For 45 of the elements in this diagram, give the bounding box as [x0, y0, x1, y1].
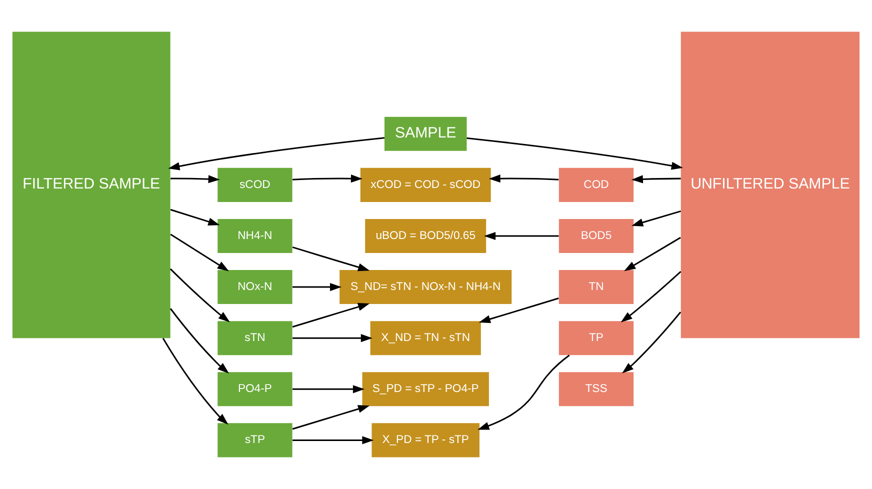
node-box: xCOD = COD - sCOD — [360, 168, 491, 202]
node-box: UNFILTERED SAMPLE — [680, 32, 860, 338]
node-box: TSS — [558, 372, 634, 406]
arrow — [170, 175, 220, 184]
arrow — [168, 137, 385, 170]
node-box: uBOD = BOD5/0.65 — [365, 218, 486, 253]
arrow — [170, 208, 220, 226]
arrow — [292, 405, 370, 430]
node-box: BOD5 — [558, 218, 634, 253]
arrow — [170, 234, 229, 272]
arrow — [170, 308, 230, 374]
node-box: PO4-P — [218, 372, 292, 406]
node-box: X_PD = TP - sTP — [372, 423, 480, 458]
arrow — [292, 385, 365, 394]
arrow — [292, 302, 370, 328]
arrow — [624, 236, 681, 272]
arrow — [170, 268, 230, 322]
node-box: NH4-N — [218, 218, 292, 253]
arrow — [620, 271, 682, 322]
arrow — [292, 246, 370, 272]
node-box: NOx-N — [218, 270, 292, 304]
arrow — [478, 298, 559, 323]
node-box: X_ND = TN - sTN — [370, 321, 481, 356]
arrow — [622, 312, 682, 374]
node-box: S_PD = sTP - PO4-P — [362, 372, 489, 406]
arrow — [488, 174, 559, 183]
node-box: FILTERED SAMPLE — [12, 32, 170, 338]
arrow — [466, 137, 683, 170]
arrow — [292, 436, 374, 444]
arrow — [292, 334, 372, 342]
arrow — [162, 338, 228, 425]
node-box: S_ND= sTN - NOx-N - NH4-N — [340, 270, 512, 304]
node-box: sCOD — [218, 168, 292, 202]
node-box: COD — [558, 168, 634, 202]
arrow — [631, 175, 681, 184]
node-box: SAMPLE — [384, 116, 467, 151]
arrow — [292, 174, 362, 183]
node-box: sTN — [218, 321, 292, 356]
arrow — [631, 210, 681, 226]
node-box: TN — [558, 270, 634, 304]
arrow — [478, 354, 570, 430]
node-box: TP — [558, 321, 634, 356]
arrow — [292, 283, 342, 292]
arrow — [484, 232, 559, 240]
node-box: sTP — [218, 423, 292, 458]
